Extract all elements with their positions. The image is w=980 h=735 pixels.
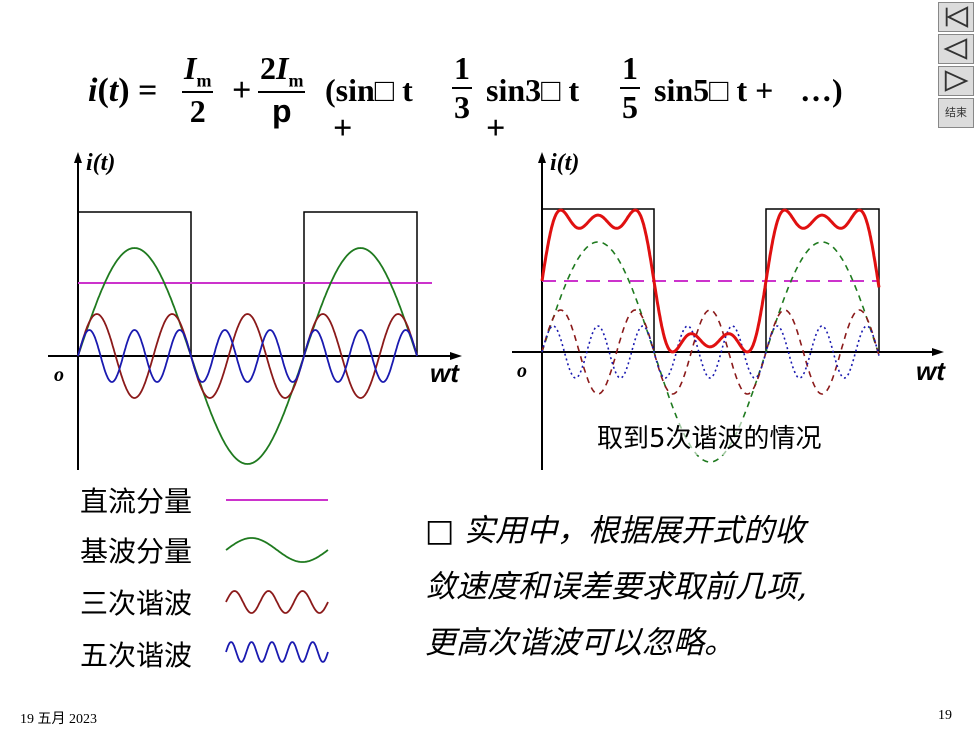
left-y-arrow (74, 152, 82, 163)
formula-frac-im-2: Im 2 (182, 50, 214, 130)
first-slide-button[interactable] (938, 2, 974, 32)
synthesized-wave (540, 208, 881, 354)
next-arrow-icon (944, 70, 969, 92)
formula-frac-1-3: 1 3 (452, 50, 472, 125)
legend-fifth-swatch (225, 641, 329, 663)
note-bullet: □ (425, 513, 455, 549)
third-harmonic-wave (77, 313, 418, 399)
formula-frac-1-5: 1 5 (620, 50, 640, 125)
right-chart-caption: 取到5次谐波的情况 (597, 418, 822, 455)
left-x-arrow (450, 352, 462, 360)
right-chart (512, 152, 944, 470)
end-show-label: 结束 (945, 106, 967, 119)
footer-date: 19 五月 2023 (20, 712, 97, 727)
legend-third-swatch (225, 590, 329, 614)
formula-term-sin3: sin3□ t (486, 72, 580, 108)
legend-third-label: 三次谐波 (80, 587, 193, 620)
left-y-label: i(t) (86, 150, 116, 176)
fundamental-wave (77, 247, 418, 465)
formula-ellipsis: …) (800, 72, 843, 108)
legend-fundamental-swatch (225, 537, 329, 563)
note-line-1-text: 实用中，根据展开式的收 (464, 513, 806, 549)
formula-plus-1: + (232, 72, 252, 109)
formula-term-sin5: sin5□ t + (654, 72, 774, 108)
previous-slide-button[interactable] (938, 34, 974, 64)
right-x-label: wt (916, 356, 945, 386)
first-slide-icon (945, 6, 969, 28)
left-chart (48, 152, 462, 470)
right-y-label: i(t) (550, 150, 580, 176)
legend-swatches (225, 499, 329, 663)
note-line-2: 敛速度和误差要求取前几项, (425, 569, 807, 605)
right-x-arrow (932, 348, 944, 356)
note-line-3: 更高次谐波可以忽略。 (425, 625, 735, 661)
fifth-harmonic-wave (77, 329, 418, 383)
legend-third: 三次谐波 (80, 582, 192, 622)
legend-dc-label: 直流分量 (80, 485, 193, 518)
left-x-label: wt (430, 358, 459, 388)
legend-fundamental: 基波分量 (80, 530, 192, 570)
formula-frac-2im-p: 2Im p (258, 50, 306, 130)
left-origin-label: o (54, 364, 64, 386)
end-show-button[interactable]: 结束 (938, 98, 974, 128)
fifth-harmonic-dotted (541, 325, 880, 379)
legend-fifth-label: 五次谐波 (80, 639, 193, 672)
note-line-1: □ 实用中，根据展开式的收 (425, 505, 805, 550)
legend-fundamental-label: 基波分量 (80, 535, 193, 568)
previous-arrow-icon (943, 38, 968, 60)
formula-term-sin: (sin□ t (325, 72, 413, 108)
legend-dc: 直流分量 (80, 480, 192, 520)
next-slide-button[interactable] (938, 66, 974, 96)
square-wave (77, 211, 418, 357)
formula-lhs: i(t) = (88, 72, 158, 109)
legend-fifth: 五次谐波 (80, 634, 192, 674)
right-origin-label: o (517, 360, 527, 382)
formula-plus-2: + (333, 110, 353, 147)
right-y-arrow (538, 152, 546, 163)
third-harmonic-dashed (541, 309, 880, 395)
formula-plus-3: + (486, 110, 506, 147)
footer-page-number: 19 (938, 708, 952, 723)
